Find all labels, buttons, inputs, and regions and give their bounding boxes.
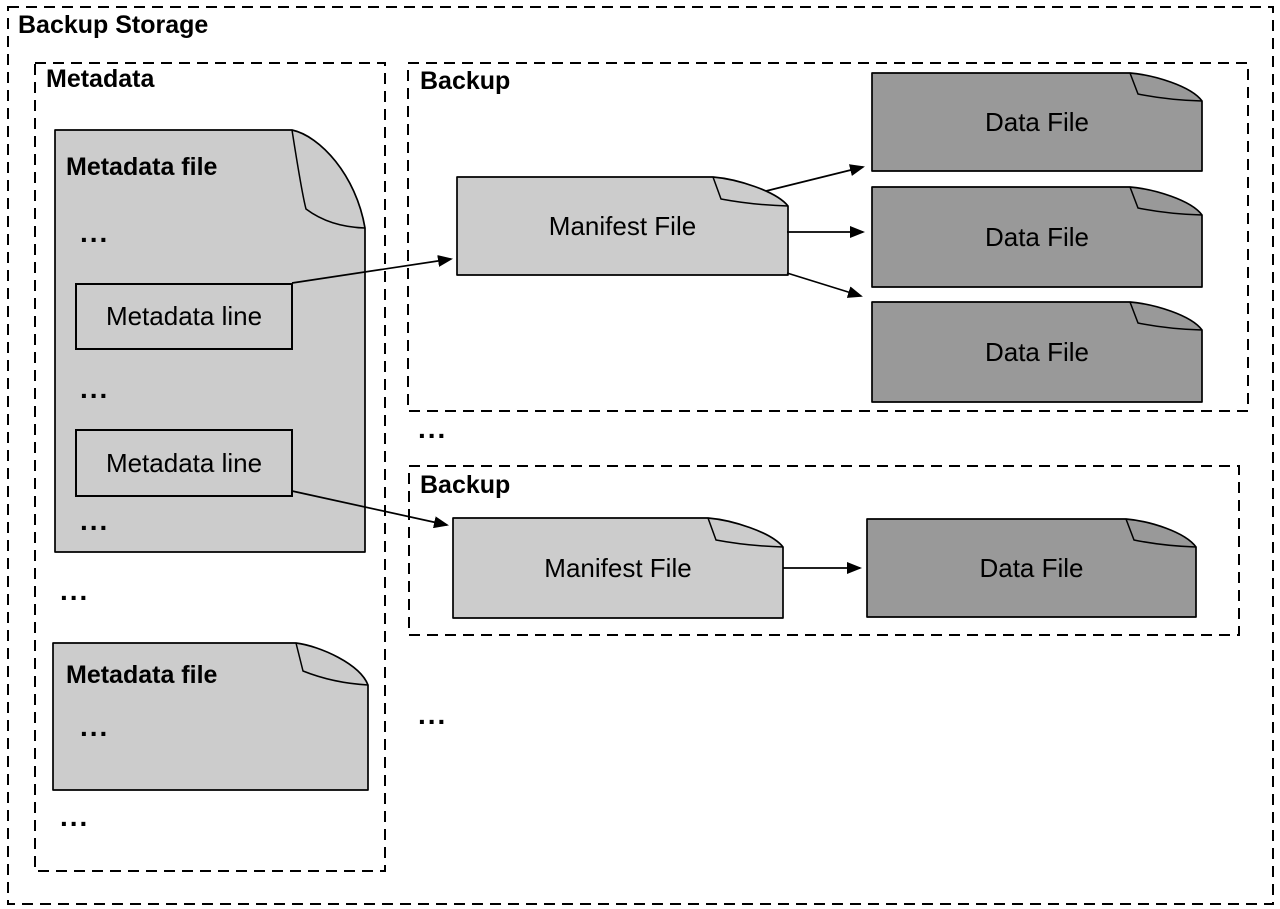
data-file-2-fold-icon xyxy=(1129,186,1203,216)
metadata-file-1-title: Metadata file xyxy=(66,153,218,181)
data-file-2-shape xyxy=(871,186,1203,288)
metadata-ellipsis-between-files: ... xyxy=(60,575,90,606)
arrow-metadata-line2-to-manifest2 xyxy=(291,490,449,529)
metadata-file-1-ellipsis-middle: ... xyxy=(80,373,110,404)
metadata-file-2-shape xyxy=(52,642,369,791)
data-file-4-label: Data File xyxy=(979,552,1084,583)
data-file-2-label-box: Data File xyxy=(872,187,1202,287)
metadata-section-border xyxy=(34,62,386,872)
metadata-ellipsis-after-files: ... xyxy=(60,801,90,832)
manifest-file-2-shape xyxy=(452,517,784,619)
metadata-file-1-ellipsis-top: ... xyxy=(80,217,110,248)
data-file-1-shape xyxy=(871,72,1203,172)
backup-2-label: Backup xyxy=(420,471,511,499)
backup-storage-border xyxy=(7,6,1274,905)
backup-1-border xyxy=(407,62,1249,412)
manifest-file-2-label-box: Manifest File xyxy=(453,518,783,618)
manifest-file-2-fold-icon xyxy=(707,517,784,548)
data-file-1-label-box: Data File xyxy=(872,73,1202,171)
manifest-file-1-label-box: Manifest File xyxy=(457,177,788,275)
metadata-line-1-label: Metadata line xyxy=(105,301,263,331)
diagram-title: Backup Storage xyxy=(18,11,209,39)
manifest-file-1-fold-icon xyxy=(712,176,789,207)
ellipsis-between-backups: ... xyxy=(418,413,448,444)
data-file-3-label: Data File xyxy=(984,336,1090,367)
data-file-4-shape xyxy=(866,518,1197,618)
arrow-metadata-line1-to-manifest1 xyxy=(291,255,453,284)
metadata-line-box-1: Metadata line xyxy=(75,283,293,350)
metadata-file-2-fold-icon xyxy=(295,642,369,686)
data-file-3-fold-icon xyxy=(1129,301,1203,331)
arrow-manifest1-to-datafile1 xyxy=(765,164,865,192)
backup-2-border xyxy=(408,465,1240,636)
data-file-1-fold-icon xyxy=(1129,72,1203,102)
data-file-3-label-box: Data File xyxy=(872,302,1202,402)
data-file-3-shape xyxy=(871,301,1203,403)
backup-1-label: Backup xyxy=(420,67,511,95)
manifest-file-2-label: Manifest File xyxy=(544,552,692,583)
manifest-file-1-label: Manifest File xyxy=(548,210,697,241)
metadata-line-2-label: Metadata line xyxy=(105,447,263,478)
data-file-1-label: Data File xyxy=(984,106,1090,137)
ellipsis-bottom: ... xyxy=(418,699,448,730)
data-file-4-fold-icon xyxy=(1125,518,1197,548)
metadata-file-2-title: Metadata file xyxy=(66,661,218,689)
metadata-file-1-fold-icon xyxy=(291,129,366,229)
metadata-file-2-ellipsis: ... xyxy=(80,711,110,742)
metadata-file-1-ellipsis-bottom: ... xyxy=(80,505,110,536)
data-file-2-label: Data File xyxy=(984,221,1090,252)
manifest-file-1-shape xyxy=(456,176,789,276)
metadata-line-box-2: Metadata line xyxy=(75,429,293,497)
metadata-section-label: Metadata xyxy=(46,65,155,93)
data-file-4-label-box: Data File xyxy=(867,519,1196,617)
arrow-manifest1-to-datafile3 xyxy=(786,272,863,298)
